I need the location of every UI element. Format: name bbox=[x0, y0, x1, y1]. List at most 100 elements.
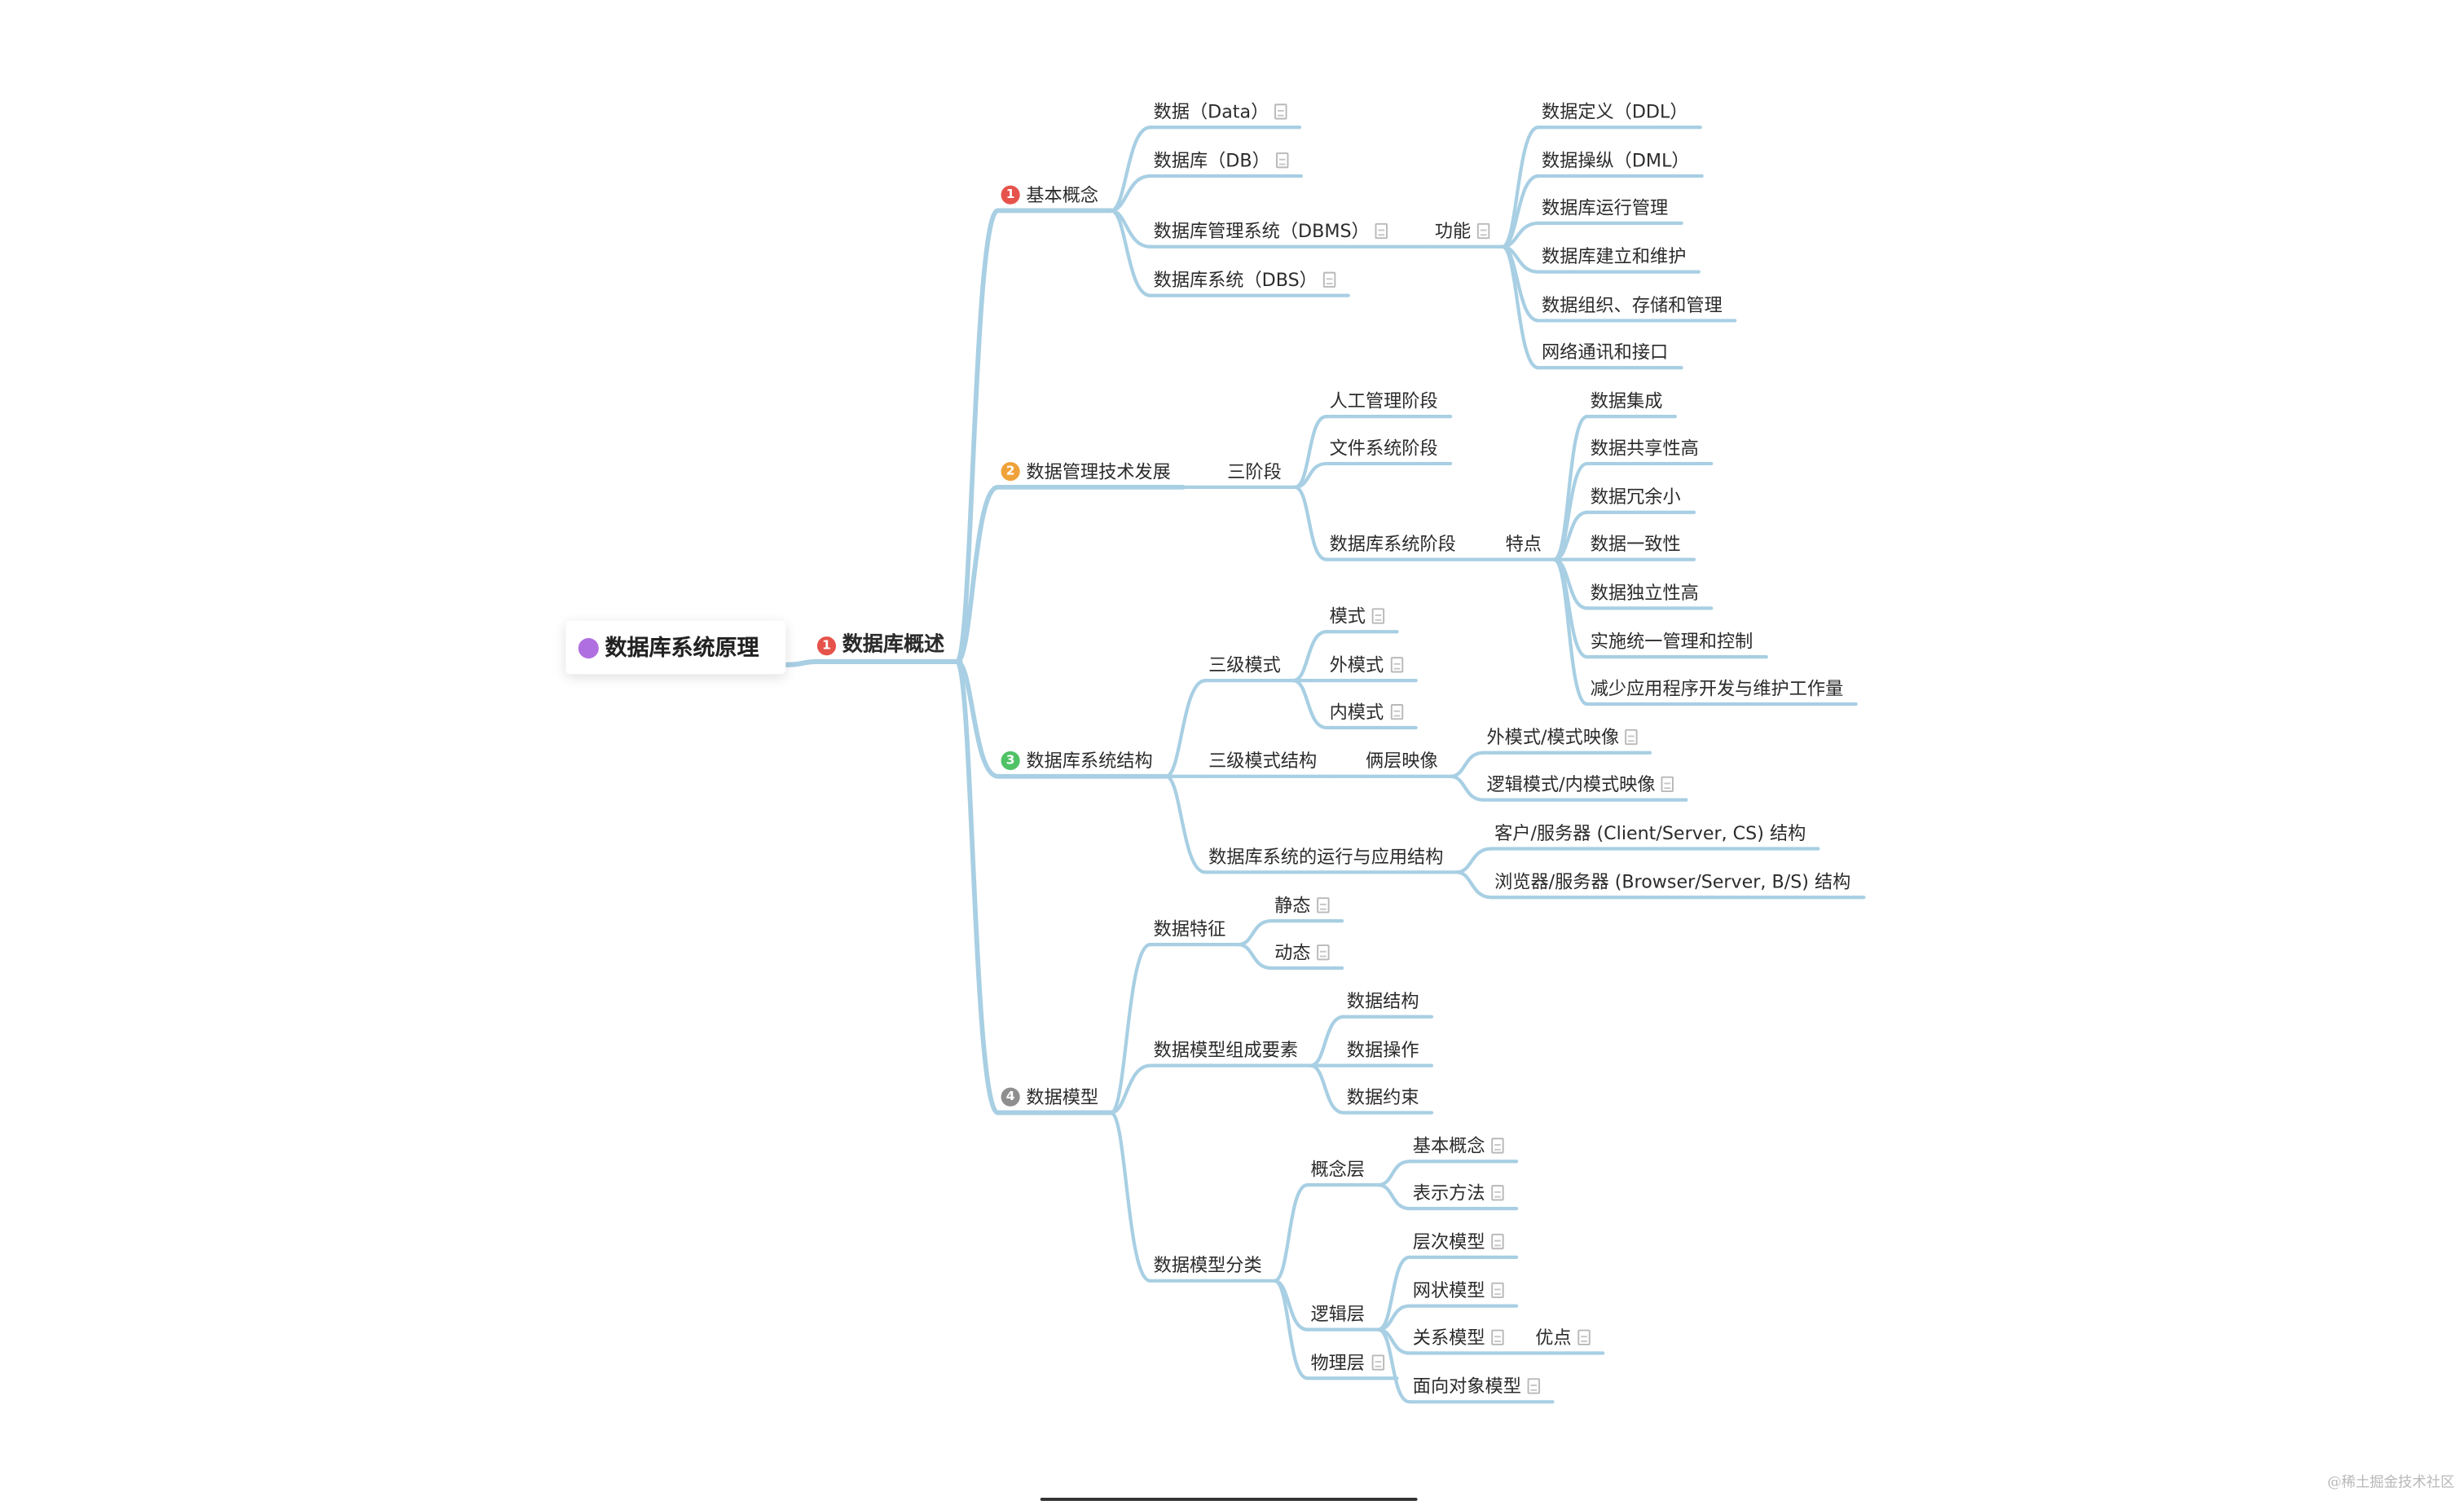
model-relational[interactable]: 关系模型 bbox=[1413, 1325, 1504, 1350]
three-stages[interactable]: 三阶段 bbox=[1227, 459, 1282, 484]
feature-integration[interactable]: 数据集成 bbox=[1591, 388, 1663, 413]
note-icon[interactable] bbox=[1491, 1282, 1504, 1299]
note-icon[interactable] bbox=[1317, 897, 1330, 913]
element-structure[interactable]: 数据结构 bbox=[1347, 988, 1419, 1014]
layer-logic[interactable]: 逻辑层 bbox=[1310, 1301, 1365, 1327]
section-data-model[interactable]: 4 数据模型 bbox=[1001, 1085, 1098, 1110]
link-model-elements bbox=[1109, 1063, 1152, 1115]
note-icon[interactable] bbox=[1371, 608, 1385, 624]
note-icon[interactable] bbox=[1491, 1329, 1504, 1345]
link-stage-file bbox=[1293, 461, 1328, 489]
schema-external[interactable]: 外模式 bbox=[1330, 652, 1403, 677]
feature-independence[interactable]: 数据独立性高 bbox=[1591, 580, 1699, 605]
note-icon[interactable] bbox=[1317, 944, 1330, 961]
feature-redundancy[interactable]: 数据冗余小 bbox=[1591, 484, 1681, 509]
note-icon[interactable] bbox=[1577, 1329, 1591, 1345]
feature-control[interactable]: 实施统一管理和控制 bbox=[1591, 628, 1753, 654]
horizontal-scrollbar[interactable] bbox=[1040, 1497, 1418, 1501]
concept-db[interactable]: 数据库（DB） bbox=[1154, 147, 1289, 173]
function-network[interactable]: 网络通讯和接口 bbox=[1542, 340, 1668, 365]
node-label: 三级模式结构 bbox=[1208, 749, 1318, 772]
note-icon[interactable] bbox=[1491, 1233, 1504, 1250]
model-elements[interactable]: 数据模型组成要素 bbox=[1154, 1037, 1298, 1063]
note-icon[interactable] bbox=[1491, 1138, 1504, 1154]
feature-dynamic[interactable]: 动态 bbox=[1274, 940, 1330, 965]
three-level-schema[interactable]: 三级模式 bbox=[1208, 652, 1281, 677]
concept-data[interactable]: 数据（Data） bbox=[1154, 99, 1288, 125]
feature-static[interactable]: 静态 bbox=[1274, 892, 1330, 918]
note-icon[interactable] bbox=[1527, 1378, 1541, 1394]
dbms-functions[interactable]: 功能 bbox=[1435, 218, 1490, 244]
element-operation[interactable]: 数据操作 bbox=[1347, 1037, 1419, 1063]
concept-dbms[interactable]: 数据库管理系统（DBMS） bbox=[1154, 218, 1388, 244]
model-classification[interactable]: 数据模型分类 bbox=[1154, 1252, 1262, 1278]
link-element-structure bbox=[1309, 1015, 1346, 1067]
node-label: 外模式/模式映像 bbox=[1486, 726, 1620, 749]
function-runtime[interactable]: 数据库运行管理 bbox=[1542, 195, 1668, 220]
note-icon[interactable] bbox=[1625, 728, 1639, 746]
note-icon[interactable] bbox=[1274, 103, 1288, 120]
concept-representation[interactable]: 表示方法 bbox=[1413, 1180, 1504, 1205]
chapter-node[interactable]: 1 数据库概述 bbox=[816, 633, 944, 658]
runtime-cs[interactable]: 客户/服务器 (Client/Server, CS) 结构 bbox=[1494, 821, 1806, 846]
root-node[interactable]: 数据库系统原理 bbox=[565, 620, 786, 675]
element-constraint[interactable]: 数据约束 bbox=[1347, 1085, 1419, 1110]
note-icon[interactable] bbox=[1389, 704, 1403, 720]
note-icon[interactable] bbox=[1389, 657, 1403, 673]
section-structure[interactable]: 3 数据库系统结构 bbox=[1001, 748, 1153, 773]
note-icon[interactable] bbox=[1476, 222, 1490, 240]
function-ddl[interactable]: 数据定义（DDL） bbox=[1542, 99, 1688, 125]
function-storage[interactable]: 数据组织、存储和管理 bbox=[1542, 293, 1723, 318]
node-label: 层次模型 bbox=[1412, 1230, 1485, 1253]
node-label: 数据定义（DDL） bbox=[1541, 100, 1688, 123]
concept-dbs[interactable]: 数据库系统（DBS） bbox=[1154, 267, 1336, 293]
mapping-external[interactable]: 外模式/模式映像 bbox=[1486, 724, 1639, 750]
section-data-mgmt[interactable]: 2 数据管理技术发展 bbox=[1001, 459, 1171, 484]
note-icon[interactable] bbox=[1375, 222, 1388, 240]
function-build[interactable]: 数据库建立和维护 bbox=[1542, 244, 1686, 269]
layer-physical[interactable]: 物理层 bbox=[1310, 1350, 1384, 1376]
section-badge: 1 bbox=[1001, 185, 1020, 205]
section-basic-concepts[interactable]: 1 基本概念 bbox=[1001, 183, 1098, 208]
two-mappings[interactable]: 俩层映像 bbox=[1366, 748, 1438, 773]
node-label: 数据独立性高 bbox=[1590, 581, 1699, 604]
feature-sharing[interactable]: 数据共享性高 bbox=[1591, 435, 1699, 460]
node-label: 物理层 bbox=[1310, 1351, 1365, 1374]
node-label: 数据库系统阶段 bbox=[1329, 532, 1456, 555]
relational-advantage[interactable]: 优点 bbox=[1535, 1325, 1591, 1350]
model-hierarchical[interactable]: 层次模型 bbox=[1413, 1229, 1504, 1254]
link-runtime-cs bbox=[1454, 847, 1494, 874]
node-label: 数据库系统的运行与应用结构 bbox=[1208, 845, 1444, 868]
schema-conceptual[interactable]: 模式 bbox=[1330, 604, 1385, 629]
stage-file[interactable]: 文件系统阶段 bbox=[1330, 435, 1438, 460]
node-label: 关系模型 bbox=[1412, 1326, 1485, 1349]
feature-maintenance[interactable]: 减少应用程序开发与维护工作量 bbox=[1591, 676, 1844, 701]
stage-manual[interactable]: 人工管理阶段 bbox=[1330, 388, 1438, 413]
schema-internal[interactable]: 内模式 bbox=[1330, 699, 1403, 724]
concept-basic[interactable]: 基本概念 bbox=[1413, 1133, 1504, 1159]
stage-database[interactable]: 数据库系统阶段 bbox=[1330, 531, 1456, 557]
link-layer-concept bbox=[1272, 1183, 1309, 1283]
node-label: 基本概念 bbox=[1412, 1134, 1485, 1157]
node-label: 优点 bbox=[1535, 1326, 1572, 1349]
model-object-oriented[interactable]: 面向对象模型 bbox=[1413, 1374, 1541, 1399]
function-dml[interactable]: 数据操纵（DML） bbox=[1542, 147, 1690, 173]
mapping-internal[interactable]: 逻辑模式/内模式映像 bbox=[1486, 772, 1674, 797]
runtime-structure[interactable]: 数据库系统的运行与应用结构 bbox=[1208, 844, 1443, 869]
feature-consistency[interactable]: 数据一致性 bbox=[1591, 531, 1681, 557]
node-label: 数据冗余小 bbox=[1590, 485, 1681, 508]
layer-concept[interactable]: 概念层 bbox=[1310, 1156, 1365, 1182]
schema-structure[interactable]: 三级模式结构 bbox=[1208, 748, 1317, 773]
data-features[interactable]: 数据特征 bbox=[1154, 916, 1226, 941]
runtime-bs[interactable]: 浏览器/服务器 (Browser/Server, B/S) 结构 bbox=[1494, 869, 1850, 895]
note-icon[interactable] bbox=[1323, 271, 1336, 288]
features-node[interactable]: 特点 bbox=[1506, 531, 1542, 557]
link-function-ddl bbox=[1500, 125, 1541, 249]
note-icon[interactable] bbox=[1371, 1354, 1384, 1371]
model-network[interactable]: 网状模型 bbox=[1413, 1278, 1504, 1303]
note-icon[interactable] bbox=[1661, 776, 1674, 793]
note-icon[interactable] bbox=[1276, 152, 1289, 169]
note-icon[interactable] bbox=[1491, 1185, 1504, 1201]
link-mapping-external bbox=[1448, 750, 1485, 778]
